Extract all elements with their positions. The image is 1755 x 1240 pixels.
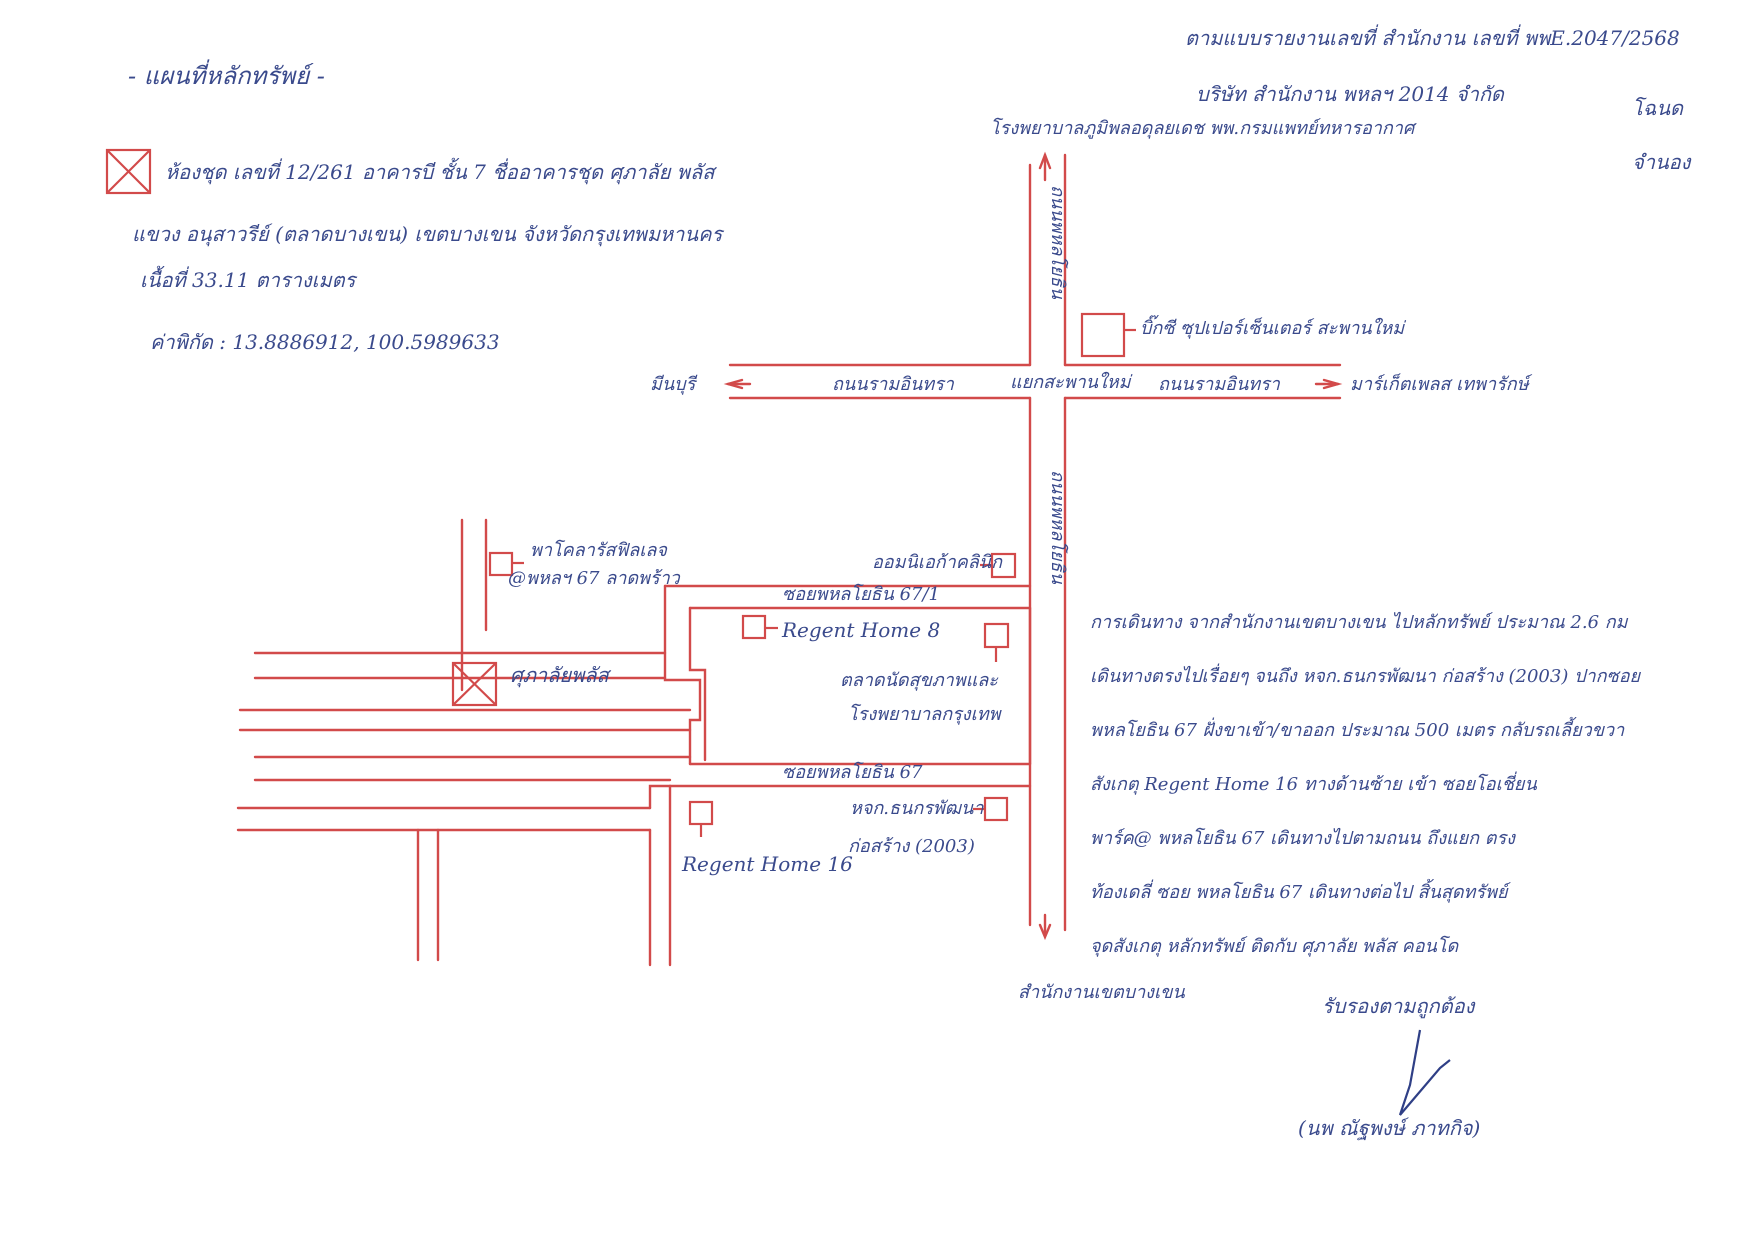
label-golden-place: พาโคลารัสฟิลเลจ	[530, 540, 667, 561]
property-location: แขวง อนุสาวรีย์ (ตลาดบางเขน) เขตบางเขน จ…	[132, 222, 723, 246]
label-bigc: บิ๊กซี ซุปเปอร์เซ็นเตอร์ สะพานใหม่	[1140, 318, 1405, 339]
arrow-south	[1038, 923, 1052, 941]
label-regent-8: Regent Home 8	[782, 618, 941, 642]
label-golden-place-2: @พหลฯ 67 ลาดพร้าว	[508, 568, 680, 589]
mortgage-label: จำนอง	[1632, 150, 1691, 174]
label-contractor-1: หจก.ธนกรพัฒนา	[850, 798, 984, 819]
deed-label: โฉนด	[1632, 96, 1684, 120]
company-name: บริษัท สำนักงาน พหลฯ 2014 จำกัด	[1196, 82, 1504, 106]
label-soi-67: ซอยพหลโยธิน 67	[782, 762, 923, 783]
regent8-marker	[741, 614, 778, 640]
bigc-marker	[1080, 312, 1136, 358]
label-intersection: แยกสะพานใหม่	[1010, 372, 1131, 393]
signatory-name: (นพ ณัฐพงษ์ ภาทกิจ)	[1298, 1116, 1481, 1140]
lane-east-edge	[688, 606, 707, 762]
property-area: เนื้อที่ 33.11 ตารางเมตร	[140, 268, 356, 292]
route-line: พหลโยธิน 67 ฝั่งขาเข้า/ขาออก ประมาณ 500 …	[1090, 720, 1625, 741]
property-coordinates: ค่าพิกัด : 13.8886912, 100.5989633	[150, 330, 500, 354]
lane-west-edge	[663, 584, 702, 766]
label-hospital-north: โรงพยาบาลภูมิพลอดุลยเดช พพ.กรมแพทย์ทหารอ…	[990, 118, 1415, 139]
route-line: พาร์ค@ พหลโยธิน 67 เดินทางไปตามถนน ถึงแย…	[1090, 828, 1515, 849]
label-road-east: ถนนรามอินทรา	[1158, 374, 1280, 395]
route-line: จุดสังเกตุ หลักทรัพย์ ติดกับ ศุภาลัย พลั…	[1090, 936, 1459, 957]
label-district-office: สำนักงานเขตบางเขน	[1018, 982, 1185, 1003]
clinic-marker	[980, 552, 1017, 579]
label-contractor-2: ก่อสร้าง (2003)	[848, 836, 975, 857]
golden-place-marker	[488, 551, 524, 577]
lane-d-link	[648, 784, 672, 810]
route-description: การเดินทาง จากสำนักงานเขตบางเขน ไปหลักทร…	[1090, 596, 1640, 974]
hospital-marker	[983, 622, 1010, 662]
label-east-destination: มาร์เก็ตเพลส เทพารักษ์	[1350, 374, 1529, 395]
label-hospital-2: โรงพยาบาลกรุงเทพ	[848, 704, 1001, 725]
bank-marker	[973, 796, 1009, 822]
legend-property-marker	[105, 148, 152, 195]
label-condo: ศุภาลัยพลัส	[510, 663, 609, 687]
label-road-north: ถนนพหลโยธิน	[1047, 185, 1068, 299]
property-unit: ห้องชุด เลขที่ 12/261 อาคารบี ชั้น 7 ชื่…	[165, 160, 715, 184]
label-soi-67-1: ซอยพหลโยธิน 67/1	[782, 584, 940, 605]
route-line: ท้องเดลี่ ซอย พหลโยธิน 67 เดินทางต่อไป ส…	[1090, 882, 1508, 903]
route-line: การเดินทาง จากสำนักงานเขตบางเขน ไปหลักทร…	[1090, 612, 1628, 633]
label-road-south: ถนนพหลโยธิน	[1047, 470, 1068, 584]
route-line: เดินทางตรงไปเรื่อยๆ จนถึง หจก.ธนกรพัฒนา …	[1090, 666, 1641, 687]
condo-property-marker	[451, 661, 498, 707]
label-hospital-1: ตลาดนัดสุขภาพและ	[840, 670, 998, 691]
report-reference: ตามแบบรายงานเลขที่ สำนักงาน เลขที่ พพE.2…	[1185, 26, 1680, 50]
regent16-marker	[688, 800, 714, 837]
label-west-destination: มีนบุรี	[650, 374, 696, 395]
route-line: สังเกตุ Regent Home 16 ทางด้านซ้าย เข้า …	[1090, 774, 1537, 795]
label-road-west: ถนนรามอินทรา	[832, 374, 954, 395]
map-title: - แผนที่หลักทรัพย์ -	[128, 62, 325, 90]
label-regent-16: Regent Home 16	[682, 852, 853, 876]
label-clinic: ออมนิเอก้าคลินิก	[872, 552, 1003, 573]
signature-scribble	[1398, 1029, 1451, 1116]
certification-text: รับรองตามถูกต้อง	[1322, 994, 1475, 1018]
